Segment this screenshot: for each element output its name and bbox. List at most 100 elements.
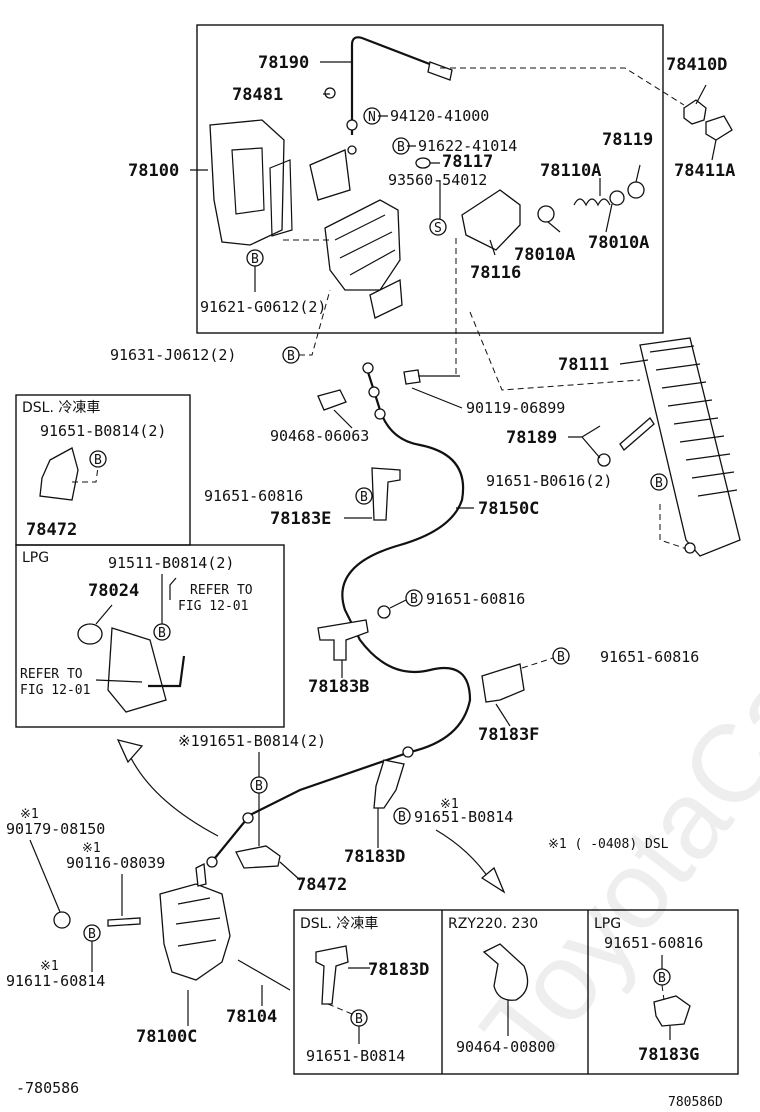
label-90116-mark: ※1: [82, 841, 101, 856]
svg-text:B: B: [355, 1012, 363, 1027]
label-91611-mark: ※1: [40, 959, 59, 974]
bushing-78010A: [537, 205, 555, 223]
clip-90468-icon: [317, 389, 347, 411]
bracket-78183D-small: [315, 945, 349, 1005]
bracket-78183B: [317, 619, 369, 661]
label-78190: 78190: [258, 53, 309, 73]
throttle-link: [324, 199, 401, 291]
svg-text:N: N: [368, 110, 376, 125]
bracket-78183E: [371, 467, 401, 521]
box-dsl-bolt-label: 91651-B0814(2): [40, 422, 166, 440]
bracket-78472-small: [39, 447, 79, 501]
arrow-up-left: [127, 751, 219, 837]
bottom-dsl-bolt: 91651-B0814: [306, 1047, 405, 1065]
svg-text:B: B: [557, 650, 565, 665]
bottom-box-container: [293, 909, 739, 1075]
bottom-lpg-bolt: 91651-60816: [604, 934, 703, 952]
diagram-id: 780586D: [668, 1095, 723, 1110]
rod-90116: [107, 917, 141, 927]
label-78100: 78100: [128, 161, 179, 181]
bolt-91651-B0616-icon: [650, 473, 668, 491]
label-78100C: 78100C: [136, 1027, 197, 1047]
label-91611-60814: 91611-60814: [6, 972, 105, 990]
rod-78104: [237, 959, 291, 991]
label-78183E: 78183E: [270, 509, 331, 529]
svg-text:B: B: [360, 490, 368, 505]
collar-78119: [627, 181, 645, 199]
cable-78150C: [214, 371, 472, 859]
label-90116-08039: 90116-08039: [66, 854, 165, 872]
box-lpg-bolt-label: 91511-B0814(2): [108, 554, 234, 572]
label-78104: 78104: [226, 1007, 277, 1027]
label-78481: 78481: [232, 85, 283, 105]
svg-text:B: B: [410, 592, 418, 607]
bracket-78024: [107, 627, 167, 713]
box-lpg-refer2-a: REFER TO: [20, 667, 83, 682]
label-78472-main: 78472: [296, 875, 347, 895]
label-78183B: 78183B: [308, 677, 369, 697]
nut-90179-icon: [53, 911, 71, 929]
bracket-78183F: [481, 663, 525, 703]
label-91622-41014: 91622-41014: [418, 137, 517, 155]
bottom-rzy-title: RZY220. 230: [448, 916, 538, 932]
svg-text:B: B: [94, 453, 102, 468]
main-assembly-frame: [196, 24, 664, 334]
bracket-78472-main: [235, 845, 281, 869]
svg-text:B: B: [287, 349, 295, 364]
label-78110A: 78110A: [540, 161, 601, 181]
bottom-dsl-part: 78183D: [368, 960, 429, 980]
box-lpg-title: LPG: [22, 550, 49, 566]
clamp-90464-icon: [482, 943, 529, 1001]
label-78411A: 78411A: [674, 161, 735, 181]
label-90179-mark: ※1: [20, 807, 39, 822]
label-78117: 78117: [442, 152, 493, 172]
box-lpg-refer1-a: REFER TO: [190, 583, 253, 598]
label-91651-B0814-2: ※191651-B0814(2): [178, 732, 326, 750]
grommet-icon: [77, 623, 103, 645]
svg-text:B: B: [88, 927, 96, 942]
cable-78190: [350, 36, 441, 135]
screw-93560-icon: [429, 218, 447, 236]
bracket-78183D-main: [373, 759, 405, 809]
label-91651-B0814-1: 91651-B0814: [414, 808, 513, 826]
diagram-ref: -780586: [16, 1079, 79, 1097]
label-78183F: 78183F: [478, 725, 539, 745]
label-91621-G0612: 91621-G0612(2): [200, 298, 326, 316]
label-78119: 78119: [602, 130, 653, 150]
label-94120-41000: 94120-41000: [390, 107, 489, 125]
label-78183D-main: 78183D: [344, 847, 405, 867]
box-dsl-part-label: 78472: [26, 520, 77, 540]
svg-text:B: B: [255, 779, 263, 794]
label-90119-06899: 90119-06899: [466, 399, 565, 417]
box-lpg: [15, 544, 285, 728]
label-78010A-2: 78010A: [588, 233, 649, 253]
bottom-rzy-part: 90464-00800: [456, 1038, 555, 1056]
box-dsl-title: DSL. 冷凍車: [22, 399, 100, 416]
label-93560-54012: 93560-54012: [388, 171, 487, 189]
footnote: ※1 ( -0408) DSL: [548, 837, 669, 852]
label-78116: 78116: [470, 263, 521, 283]
label-90468-06063: 90468-06063: [270, 427, 369, 445]
part-78411A-icon: [705, 115, 733, 141]
svg-text:B: B: [251, 252, 259, 267]
label-91651-60816-a: 91651-60816: [204, 487, 303, 505]
bracket-plate: [209, 119, 285, 246]
svg-text:S: S: [434, 221, 442, 236]
bolt-78189-icon: [619, 417, 655, 451]
label-78111: 78111: [558, 355, 609, 375]
bottom-lpg-title: LPG: [594, 916, 621, 932]
label-78410D: 78410D: [666, 55, 727, 75]
bracket-78183G: [653, 995, 691, 1027]
label-91651-60816-b: 91651-60816: [426, 590, 525, 608]
label-90179-08150: 90179-08150: [6, 820, 105, 838]
label-91651-60816-c: 91651-60816: [600, 648, 699, 666]
bottom-lpg-part: 78183G: [638, 1045, 699, 1065]
label-91651-B0814-1-mark: ※1: [440, 797, 459, 812]
bottom-dsl-title: DSL. 冷凍車: [300, 915, 378, 932]
svg-text:B: B: [158, 626, 166, 641]
accelerator-pedal-78111: [639, 337, 741, 557]
bolt-90119-icon: [403, 369, 421, 385]
label-78010A-1: 78010A: [514, 245, 575, 265]
arrow-down-right: [435, 829, 491, 881]
